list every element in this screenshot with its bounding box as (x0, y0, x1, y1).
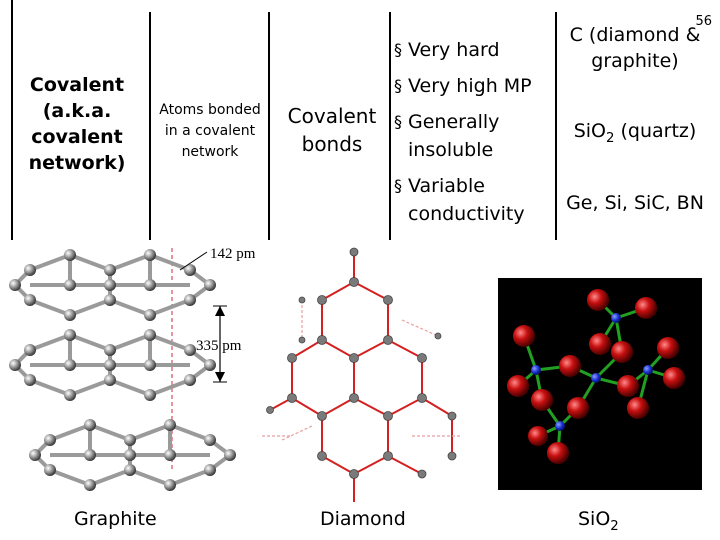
property-item: Generally insoluble (394, 108, 554, 164)
column-divider-1 (11, 0, 13, 240)
properties-list-cell: Very hard Very high MP Generally insolub… (394, 36, 554, 236)
diamond-caption: Diamond (320, 508, 406, 530)
forces-text: Covalent bonds (287, 104, 377, 156)
graphite-structure-figure: 142 pm 335 pm (7, 246, 256, 493)
structural-units-text: Atoms bonded in a covalent network (159, 102, 261, 160)
diamond-structure-figure (262, 247, 462, 502)
graphite-layer (9, 249, 216, 321)
properties-list: Very hard Very high MP Generally insolub… (394, 36, 554, 228)
example-quartz: SiO2 (quartz) (573, 120, 697, 146)
column-divider-3 (268, 12, 270, 240)
sio2-structure-figure (498, 278, 702, 490)
column-divider-5 (555, 12, 557, 240)
page-number: 56 (695, 14, 712, 29)
property-item: Very hard (394, 36, 554, 64)
column-divider-4 (389, 12, 391, 240)
graphite-bond-length-label: 142 pm (210, 246, 256, 262)
solid-type-label: Covalent (a.k.a. covalent network) (28, 74, 126, 174)
example-diamond-graphite: C (diamond & graphite) (569, 24, 701, 72)
property-item: Very high MP (394, 72, 554, 100)
sio2-caption: SiO2 (578, 508, 619, 534)
graphite-layer-spacing-label: 335 pm (196, 338, 242, 354)
example-other-networks: Ge, Si, SiC, BN (566, 192, 704, 214)
column-divider-2 (149, 12, 151, 240)
property-item: Variable conductivity (394, 172, 554, 228)
graphite-caption: Graphite (74, 508, 157, 530)
